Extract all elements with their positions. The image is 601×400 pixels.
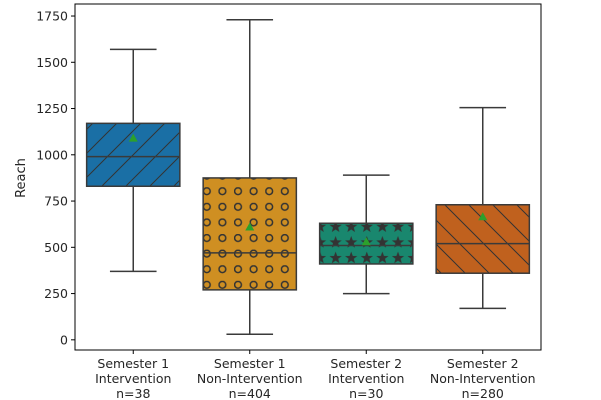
x-category-label: Intervention: [95, 371, 171, 386]
mean-marker: [361, 237, 371, 246]
y-tick-label: 1000: [36, 147, 68, 162]
y-tick-label: 500: [44, 240, 68, 255]
plot-frame: [74, 3, 542, 351]
x-category-label: n=38: [116, 386, 150, 400]
box-outline: [202, 177, 298, 291]
y-tick-label: 1750: [36, 9, 68, 24]
x-category-label: Non-Intervention: [197, 371, 303, 386]
y-axis: 0 250 500 750 1000 1250 1500 1750: [36, 9, 75, 347]
x-category-label: n=404: [229, 386, 271, 400]
mean-marker: [478, 212, 488, 221]
box-outline: [318, 222, 414, 265]
box-outline: [435, 204, 531, 274]
axes-frame: [74, 3, 542, 351]
x-category-label: Semester 2: [447, 356, 519, 371]
x-category-label: Non-Intervention: [430, 371, 536, 386]
y-tick-label: 1500: [36, 55, 68, 70]
box-outline: [85, 122, 181, 188]
box-hatch: [86, 123, 180, 187]
x-category-label: Semester 1: [214, 356, 286, 371]
y-axis-label: Reach: [14, 158, 29, 198]
box-hatch: [203, 177, 297, 290]
y-tick-label: 0: [60, 332, 68, 347]
x-category-label: n=30: [349, 386, 383, 400]
mean-marker: [128, 133, 138, 142]
y-tick-label: 1250: [36, 101, 68, 116]
box-group-4: [435, 106, 531, 310]
box-group-2: [202, 18, 298, 336]
x-category-label: Semester 1: [97, 356, 169, 371]
box-group-3: [318, 174, 414, 295]
boxes-layer: [85, 18, 531, 336]
x-category-label: Intervention: [328, 371, 404, 386]
x-category-label: Semester 2: [330, 356, 402, 371]
mean-marker: [245, 222, 255, 231]
y-tick-label: 250: [44, 286, 68, 301]
x-category-label: n=280: [462, 386, 504, 400]
box-group-1: [85, 48, 181, 273]
y-tick-label: 750: [44, 194, 68, 209]
